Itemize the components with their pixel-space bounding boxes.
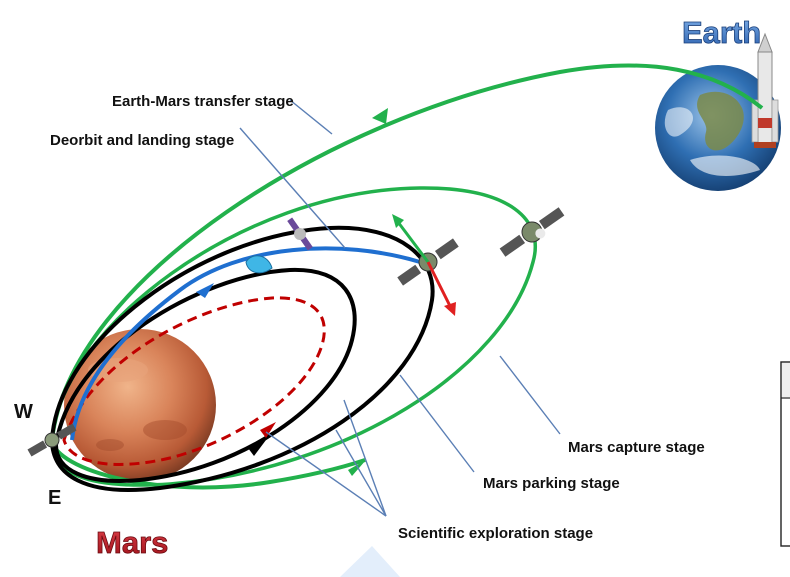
label-transfer-stage: Earth-Mars transfer stage xyxy=(112,93,294,110)
spacecraft-capture-icon xyxy=(499,207,565,257)
table-fragment xyxy=(780,361,790,547)
spacecraft-deorbit-icon xyxy=(287,217,313,251)
label-deorbit-stage: Deorbit and landing stage xyxy=(50,132,234,149)
label-west: W xyxy=(14,401,33,423)
deorbit-arrow xyxy=(196,283,214,298)
mars-title: Mars xyxy=(96,525,168,560)
label-east: E xyxy=(48,487,61,509)
capture-orbit xyxy=(50,186,537,487)
label-capture-stage: Mars capture stage xyxy=(568,439,705,456)
label-science-stage: Scientific exploration stage xyxy=(398,525,593,542)
spacecraft-mars-icon xyxy=(27,423,77,457)
science-orbit-red xyxy=(62,296,326,466)
science-arrow-red xyxy=(260,422,276,438)
transfer-arrow xyxy=(372,108,388,124)
transfer-orbit xyxy=(50,63,764,441)
transfer-orbit-return xyxy=(50,439,366,490)
leader-lines xyxy=(239,99,561,517)
lander-icon xyxy=(245,255,273,274)
parking-orbit xyxy=(49,225,435,493)
capture-arrow xyxy=(348,460,366,476)
deorbit-path xyxy=(70,246,421,441)
background-wedge xyxy=(340,546,400,577)
velocity-arrows xyxy=(392,214,456,316)
label-parking-stage: Mars parking stage xyxy=(483,475,620,492)
science-arrow-black xyxy=(248,440,266,456)
science-orbit-black xyxy=(53,267,357,483)
rocket-icon xyxy=(751,32,779,148)
earth-title: Earth xyxy=(682,15,761,50)
